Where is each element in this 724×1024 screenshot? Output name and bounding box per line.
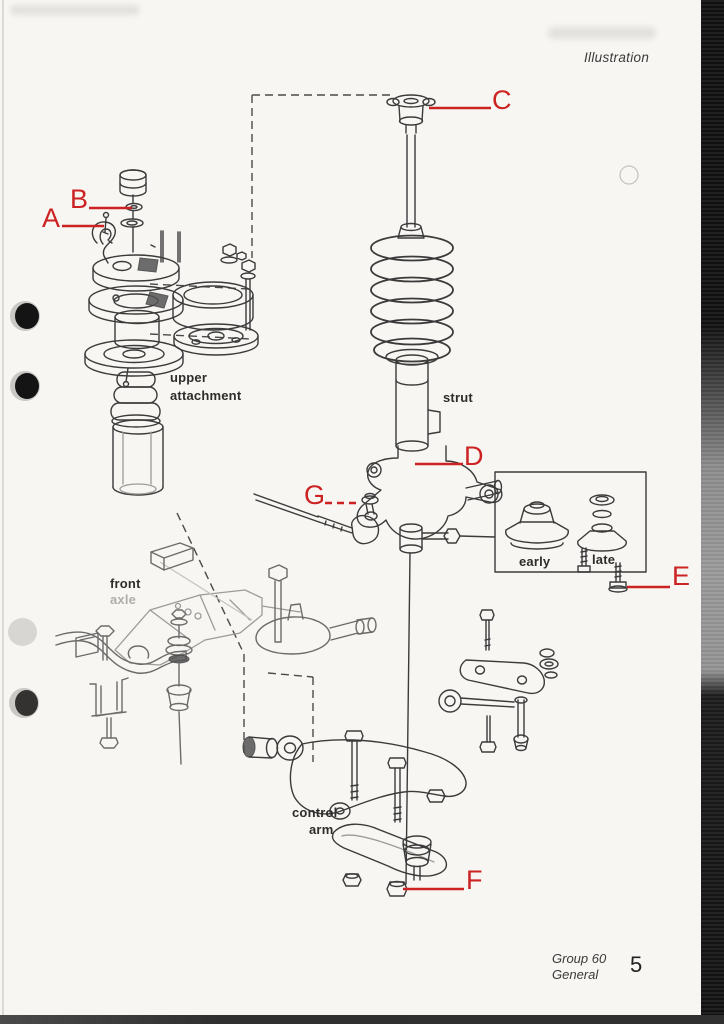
callout-letter-a: A <box>42 203 61 233</box>
knuckle-drawing <box>253 445 503 885</box>
callout-letter-e: E <box>672 561 691 591</box>
scan-ring-artifact <box>619 165 639 185</box>
callout-letter-b: B <box>70 184 89 214</box>
upper-attachment-drawing <box>84 169 259 496</box>
label-strut: strut <box>443 390 473 405</box>
label-control: control <box>292 805 338 820</box>
callout-lines <box>62 106 670 891</box>
callout-letter-c: C <box>492 85 512 115</box>
label-early: early <box>519 554 551 569</box>
stabilizer-link-drawing <box>438 609 559 753</box>
footer-group: Group 60 <box>552 951 607 966</box>
callout-letter-d: D <box>464 441 484 471</box>
label-arm: arm <box>309 822 334 837</box>
header-label: Illustration <box>584 50 650 65</box>
bottom-scan-bar <box>0 1015 724 1024</box>
callout-letter-f: F <box>466 865 483 895</box>
scan-smudge <box>10 5 140 15</box>
strut-drawing <box>370 94 454 452</box>
binding-shadow-bar <box>701 0 724 1016</box>
binder-hole <box>10 371 40 401</box>
callout-letter-g: G <box>304 480 326 510</box>
binder-hole <box>9 688 39 718</box>
label-upper: upper <box>170 370 208 385</box>
control-arm-drawing <box>242 730 467 897</box>
binder-hole <box>10 301 40 331</box>
page-number: 5 <box>630 952 643 977</box>
page-edge-shadow <box>2 0 4 1024</box>
label-front: front <box>110 576 141 591</box>
label-attachment: attachment <box>170 388 242 403</box>
binder-hole-unpunched <box>8 618 37 646</box>
label-late: late <box>592 552 616 567</box>
front-axle-drawing <box>55 542 377 765</box>
footer-section: General <box>552 967 599 982</box>
scan-smudge <box>548 27 656 39</box>
inset-box-drawing <box>494 471 647 593</box>
label-axle: axle <box>110 592 137 607</box>
